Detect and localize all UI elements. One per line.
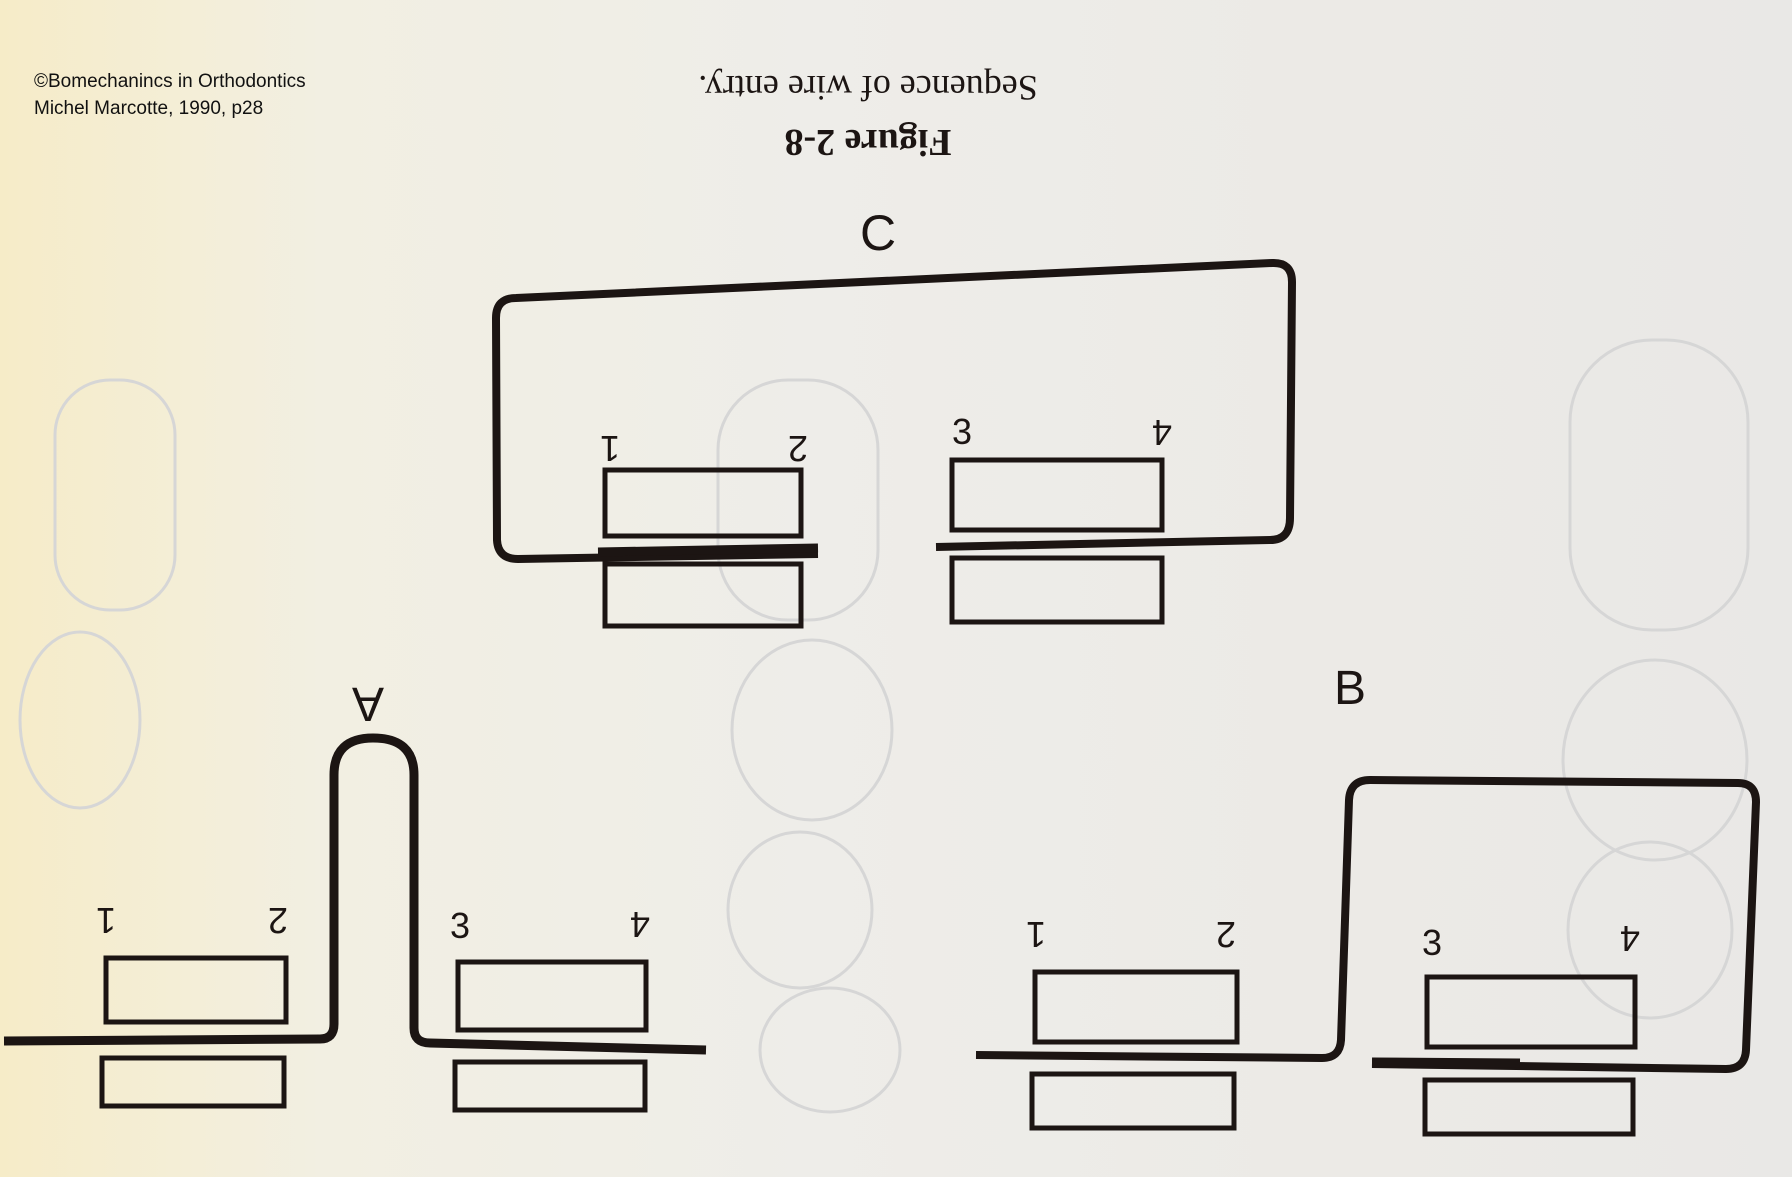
panel-a-number-2: 2	[268, 900, 288, 941]
panel-b-bracket-1-2-top	[1032, 969, 1240, 1045]
panel-c-wire-loop	[492, 258, 1296, 563]
panel-c-wire-left-tail	[597, 543, 819, 557]
panel-c-number-1: 1	[600, 428, 620, 469]
panel-c-bracket-1-2-bottom	[602, 561, 804, 629]
panel-a-bracket-1-2-bottom	[99, 1055, 287, 1109]
panel-a-bracket-1-2-top	[103, 955, 289, 1025]
panel-a-number-3: 3	[450, 905, 470, 946]
panel-c-number-4: 4	[1152, 412, 1172, 453]
panel-a-bracket-3-4-top	[455, 959, 649, 1033]
figure-caption: Sequence of wire entry.	[698, 68, 1038, 108]
figure-title: Figure 2-8	[784, 121, 951, 163]
panel-b-bracket-1-2-bottom	[1029, 1071, 1237, 1131]
panel-b-number-3: 3	[1422, 922, 1442, 963]
panel-c-bracket-3-4-bottom	[949, 555, 1165, 625]
panel-a-label: A	[352, 677, 384, 730]
panel-b-number-2: 2	[1216, 914, 1236, 955]
panel-b-label: B	[1334, 662, 1366, 715]
panel-b: B 1 2 3 4	[975, 662, 1760, 1137]
panel-a-number-4: 4	[630, 904, 650, 945]
panel-c-label: C	[860, 205, 896, 261]
panel-b-bracket-3-4-bottom	[1422, 1077, 1636, 1137]
panel-b-number-4: 4	[1620, 918, 1640, 959]
panel-c-number-3: 3	[952, 411, 972, 452]
panel-c-number-2: 2	[788, 428, 808, 469]
panel-c-bracket-1-2-top	[602, 467, 804, 539]
panel-b-bracket-3-4-top	[1424, 974, 1638, 1050]
copyright-line-2: Michel Marcotte, 1990, p28	[34, 98, 264, 119]
panel-a: A 1 2 3 4	[3, 677, 707, 1113]
panel-c: C 1 2 3 4	[492, 205, 1296, 629]
panel-c-bracket-3-4-top	[949, 457, 1165, 533]
ghost-tooth-outlines	[18, 338, 1750, 1114]
panel-b-wire-loop	[975, 776, 1760, 1073]
panel-b-wire-right-tail	[1371, 1057, 1521, 1068]
panel-b-number-1: 1	[1026, 914, 1046, 955]
figure-heading: Figure 2-8 Sequence of wire entry.	[698, 68, 1038, 163]
copyright-line-1: ©Bomechanincs in Orthodontics	[34, 71, 306, 92]
panel-a-wire-loop	[3, 733, 707, 1055]
panel-a-number-1: 1	[96, 900, 116, 941]
panel-a-bracket-3-4-bottom	[452, 1059, 648, 1113]
copyright-notice: ©Bomechanincs in Orthodontics Michel Mar…	[34, 68, 306, 122]
